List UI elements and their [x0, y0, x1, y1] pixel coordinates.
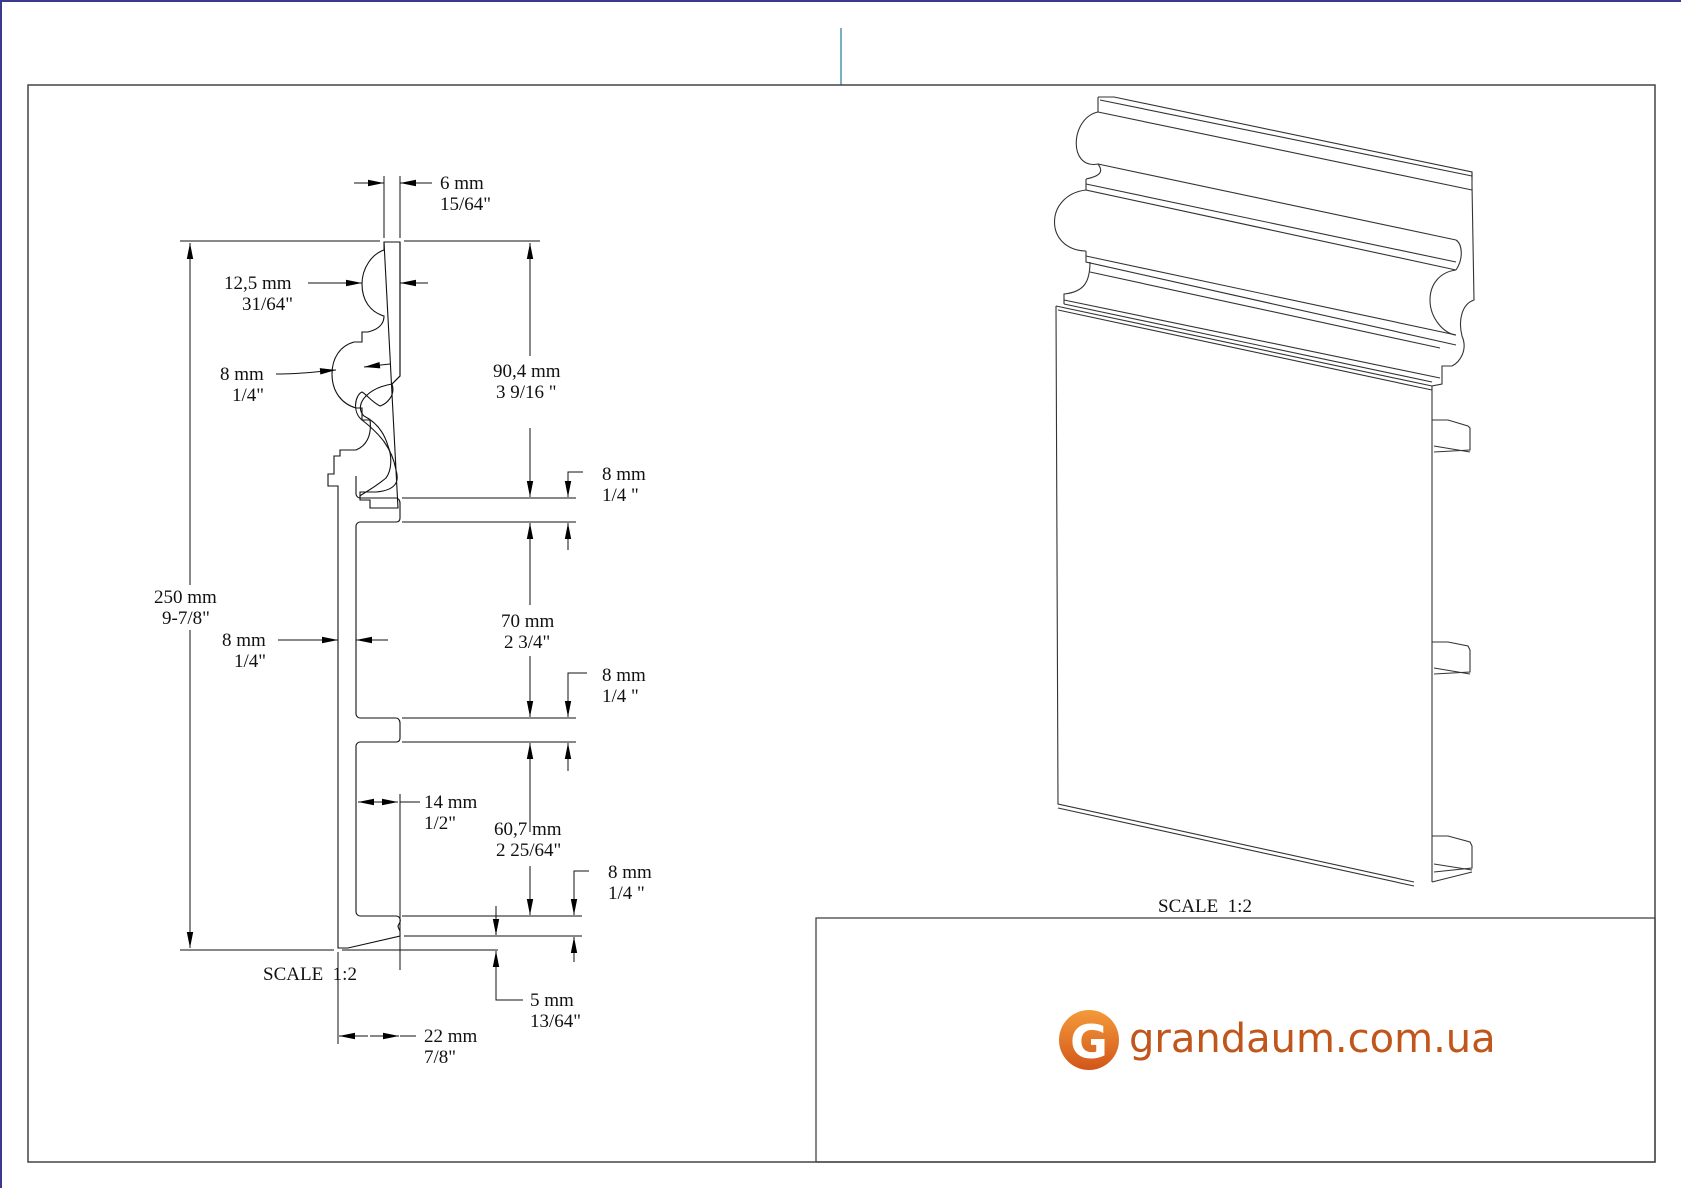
- dim-lower-bead-inch: 1/4": [232, 385, 264, 406]
- profile-scale-label: SCALE 1:2: [263, 964, 357, 985]
- logo-letter: G: [1070, 1015, 1108, 1069]
- logo-g-icon: [1059, 1010, 1119, 1070]
- dim-rib1-inch: 1/4 ": [602, 485, 639, 506]
- dim-upper-bead-mm: 12,5 mm: [224, 273, 292, 294]
- dim-top-flange-inch: 15/64": [440, 194, 491, 215]
- dim-rib2-inch: 1/4 ": [602, 686, 639, 707]
- profile-section: [327, 241, 582, 949]
- dim-channel-mm: 14 mm: [424, 792, 478, 813]
- dim-lower-bead-mm: 8 mm: [220, 364, 264, 385]
- dim-bottom-gap-inch: 13/64": [530, 1011, 581, 1032]
- dim-middle-section-mm: 70 mm: [501, 611, 555, 632]
- dim-rib3-mm: 8 mm: [608, 862, 652, 883]
- dim-upper-section-inch: 3 9/16 ": [496, 382, 557, 403]
- dim-upper-bead-inch: 31/64": [242, 294, 293, 315]
- dim-bottom-gap-mm: 5 mm: [530, 990, 574, 1011]
- outer-frame: [27, 84, 1656, 1163]
- dimension-lines: [180, 176, 589, 1044]
- dim-wall-mm: 8 mm: [222, 630, 266, 651]
- dim-lower-section-mm: 60,7 mm: [494, 819, 562, 840]
- dim-total-depth-inch: 7/8": [424, 1047, 456, 1068]
- brand-logo[interactable]: G grandaum.com.ua: [1059, 1010, 1496, 1070]
- dim-rib3-inch: 1/4 ": [608, 883, 645, 904]
- dimension-labels: 6 mm 15/64" 12,5 mm 31/64" 8 mm 1/4" 250…: [154, 173, 652, 1068]
- iso-scale-label: SCALE 1:2: [1158, 896, 1252, 917]
- dim-upper-section-mm: 90,4 mm: [493, 361, 561, 382]
- dim-total-depth-mm: 22 mm: [424, 1026, 478, 1047]
- title-block-panel: [815, 917, 1656, 1163]
- isometric-view: [1053, 96, 1475, 887]
- dim-top-flange-mm: 6 mm: [440, 173, 484, 194]
- profile-outline: [355, 241, 401, 509]
- dim-wall-inch: 1/4": [234, 651, 266, 672]
- dim-middle-section-inch: 2 3/4": [504, 632, 550, 653]
- dim-rib1-mm: 8 mm: [602, 464, 646, 485]
- dim-total-height-inch: 9-7/8": [162, 608, 210, 629]
- dim-lower-section-inch: 2 25/64": [496, 840, 561, 861]
- dim-total-height-mm: 250 mm: [154, 587, 217, 608]
- website-link[interactable]: grandaum.com.ua: [1129, 1016, 1496, 1062]
- dim-rib2-mm: 8 mm: [602, 665, 646, 686]
- dim-channel-inch: 1/2": [424, 813, 456, 834]
